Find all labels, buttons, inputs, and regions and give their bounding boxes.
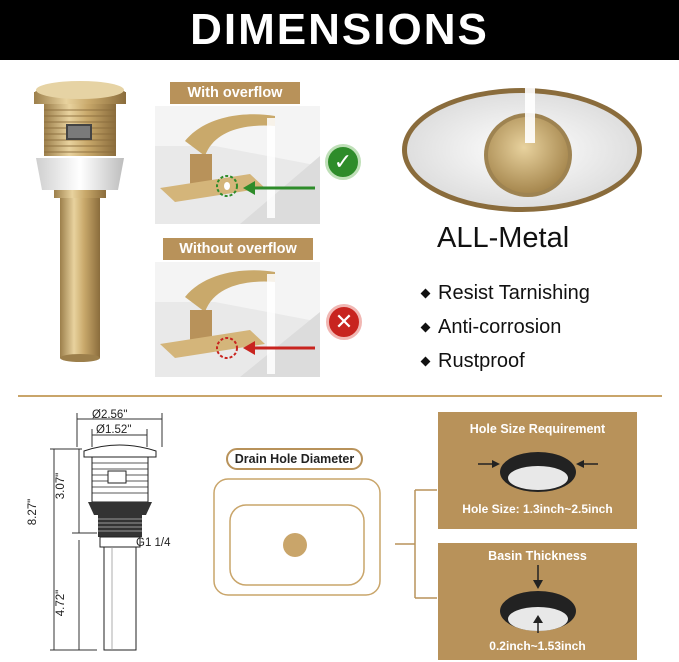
- feature-item: Anti-corrosion: [420, 310, 590, 344]
- without-overflow-tag: Without overflow: [163, 238, 313, 260]
- dimensions-banner: DIMENSIONS: [0, 0, 679, 60]
- basin-thickness-title: Basin Thickness: [488, 549, 587, 563]
- inner-diameter-label: Ø1.52": [96, 424, 132, 436]
- lower-height-label: 4.72": [55, 589, 68, 617]
- thread-size-label: G1 1/4: [136, 537, 171, 549]
- diamond-bullet-icon: [420, 322, 431, 332]
- without-overflow-photo: [155, 262, 320, 377]
- basin-thickness-icon: [500, 565, 576, 633]
- metal-drain-basin-image: [402, 85, 642, 212]
- drain-product-image: [34, 81, 126, 362]
- total-height-label: 8.27": [27, 498, 40, 526]
- outer-diameter-label: Ø2.56": [92, 409, 128, 421]
- with-overflow-photo: [155, 106, 320, 224]
- connector-bracket: [395, 489, 437, 599]
- drain-dimension-drawing: [50, 413, 163, 651]
- diamond-bullet-icon: [420, 356, 431, 366]
- check-icon: ✓: [325, 144, 361, 180]
- hole-size-icon: [478, 452, 598, 492]
- banner-title: DIMENSIONS: [190, 5, 489, 54]
- cross-icon: ✕: [326, 304, 362, 340]
- basin-outline-drawing: [213, 478, 381, 596]
- basin-thickness-card: Basin Thickness 0.2inch~1.53inch: [438, 543, 637, 660]
- feature-item: Rustproof: [420, 344, 590, 378]
- hole-size-card: Hole Size Requirement Hole Size: 1.3inch…: [438, 412, 637, 529]
- drain-hole-diameter-label: Drain Hole Diameter: [226, 448, 363, 470]
- feature-item: Resist Tarnishing: [420, 276, 590, 310]
- with-overflow-tag: With overflow: [170, 82, 300, 104]
- section-divider: [18, 395, 662, 397]
- hole-size-title: Hole Size Requirement: [469, 422, 606, 436]
- hole-size-text: Hole Size: 1.3inch~2.5inch: [462, 502, 613, 516]
- basin-thickness-text: 0.2inch~1.53inch: [489, 639, 586, 653]
- all-metal-title: ALL-Metal: [437, 222, 570, 254]
- diamond-bullet-icon: [420, 288, 431, 298]
- upper-height-label: 3.07": [55, 472, 68, 500]
- feature-list: Resist Tarnishing Anti-corrosion Rustpro…: [420, 276, 590, 378]
